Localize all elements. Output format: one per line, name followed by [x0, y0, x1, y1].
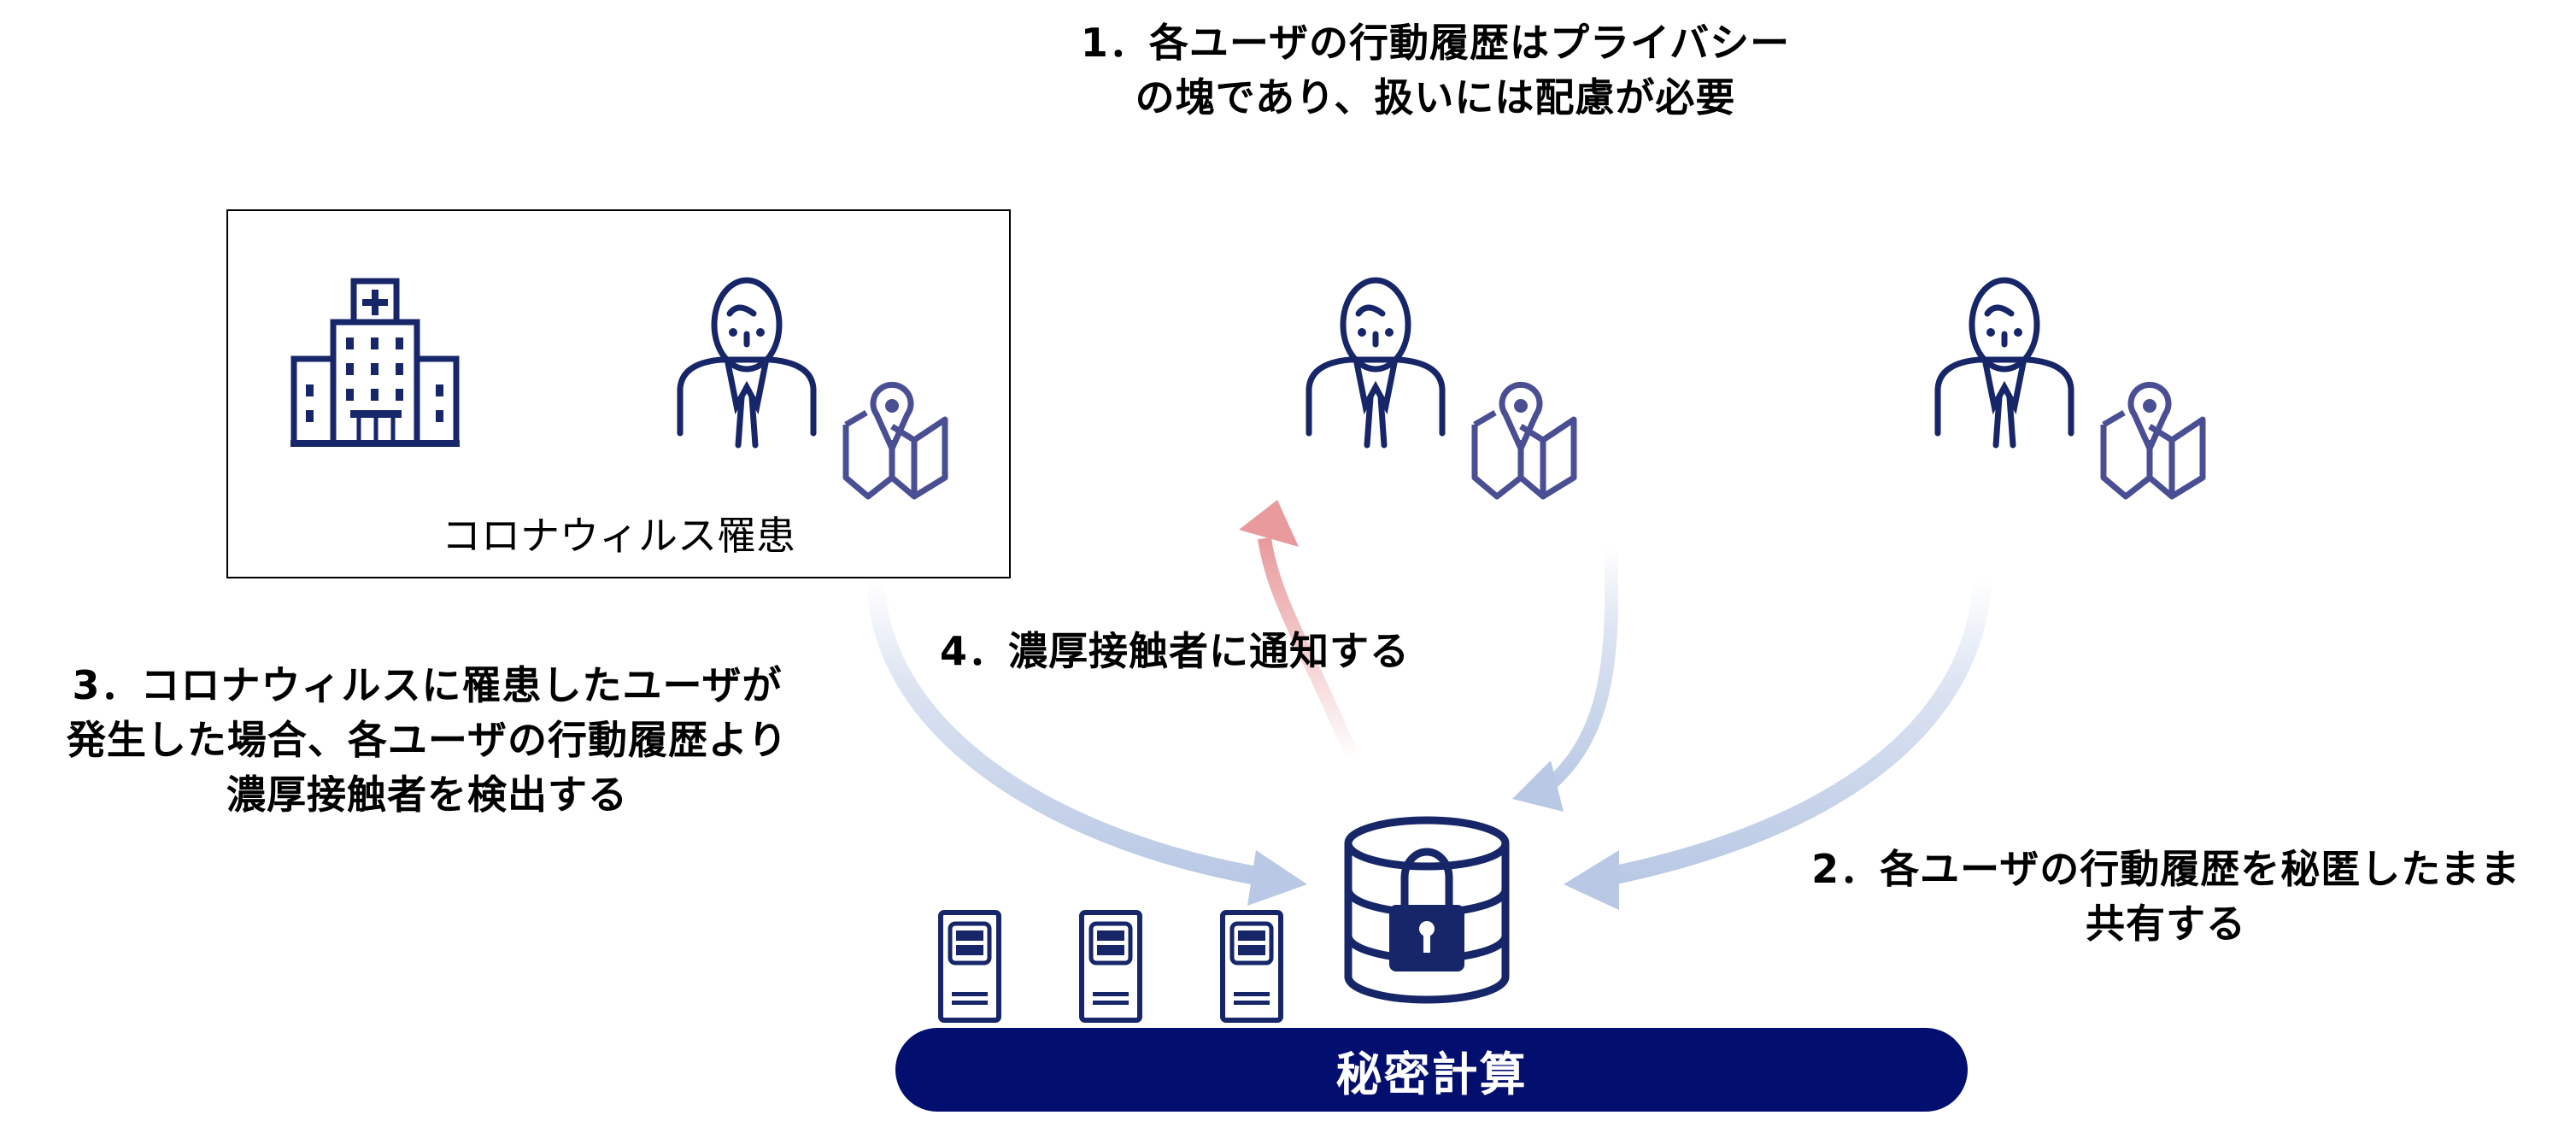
arrow-user2-to-database	[1564, 580, 1992, 910]
step2-line1: 2．各ユーザの行動履歴を秘匿したまま	[1811, 846, 2520, 892]
map-pin-icon	[1471, 381, 1577, 500]
arrow-notify-contacts	[1239, 500, 1361, 764]
person-icon	[677, 277, 817, 449]
hospital-icon	[290, 278, 460, 447]
server-icon	[1079, 910, 1142, 1023]
step3-line3: 濃厚接触者を検出する	[226, 772, 628, 818]
server-icon	[1220, 910, 1283, 1023]
person-icon	[1306, 277, 1446, 449]
arrow-patient-to-database	[866, 580, 1307, 906]
arrow-user1-to-database	[1512, 546, 1619, 812]
title-line2: の塊であり、扱いには配慮が必要	[1135, 74, 1736, 120]
map-pin-icon	[842, 381, 948, 500]
step4-line1: 4．濃厚接触者に通知する	[940, 628, 1411, 674]
step3-line1: 3．コロナウィルスに罹患したユーザが	[72, 662, 783, 708]
map-pin-icon	[2100, 381, 2206, 500]
step3-line2: 発生した場合、各ユーザの行動履歴より	[66, 717, 789, 763]
step2-text: 2．各ユーザの行動履歴を秘匿したまま 共有する	[1760, 842, 2572, 951]
patient-box	[226, 209, 1011, 578]
secure-computation-label: 秘密計算	[1335, 1047, 1528, 1101]
secure-computation-bar: 秘密計算	[895, 1028, 1968, 1112]
step4-text: 4．濃厚接触者に通知する	[940, 624, 1555, 678]
title-line1: 1．各ユーザの行動履歴はプライバシー	[1080, 20, 1791, 66]
server-icon	[938, 910, 1001, 1023]
person-icon	[1934, 277, 2074, 449]
step2-line2: 共有する	[2086, 901, 2246, 947]
title-step1: 1．各ユーザの行動履歴はプライバシー の塊であり、扱いには配慮が必要	[965, 15, 1905, 125]
locked-database-icon	[1344, 816, 1510, 1004]
patient-label: コロナウィルス罹患	[442, 513, 795, 559]
step3-text: 3．コロナウィルスに罹患したユーザが 発生した場合、各ユーザの行動履歴より 濃厚…	[17, 658, 837, 822]
